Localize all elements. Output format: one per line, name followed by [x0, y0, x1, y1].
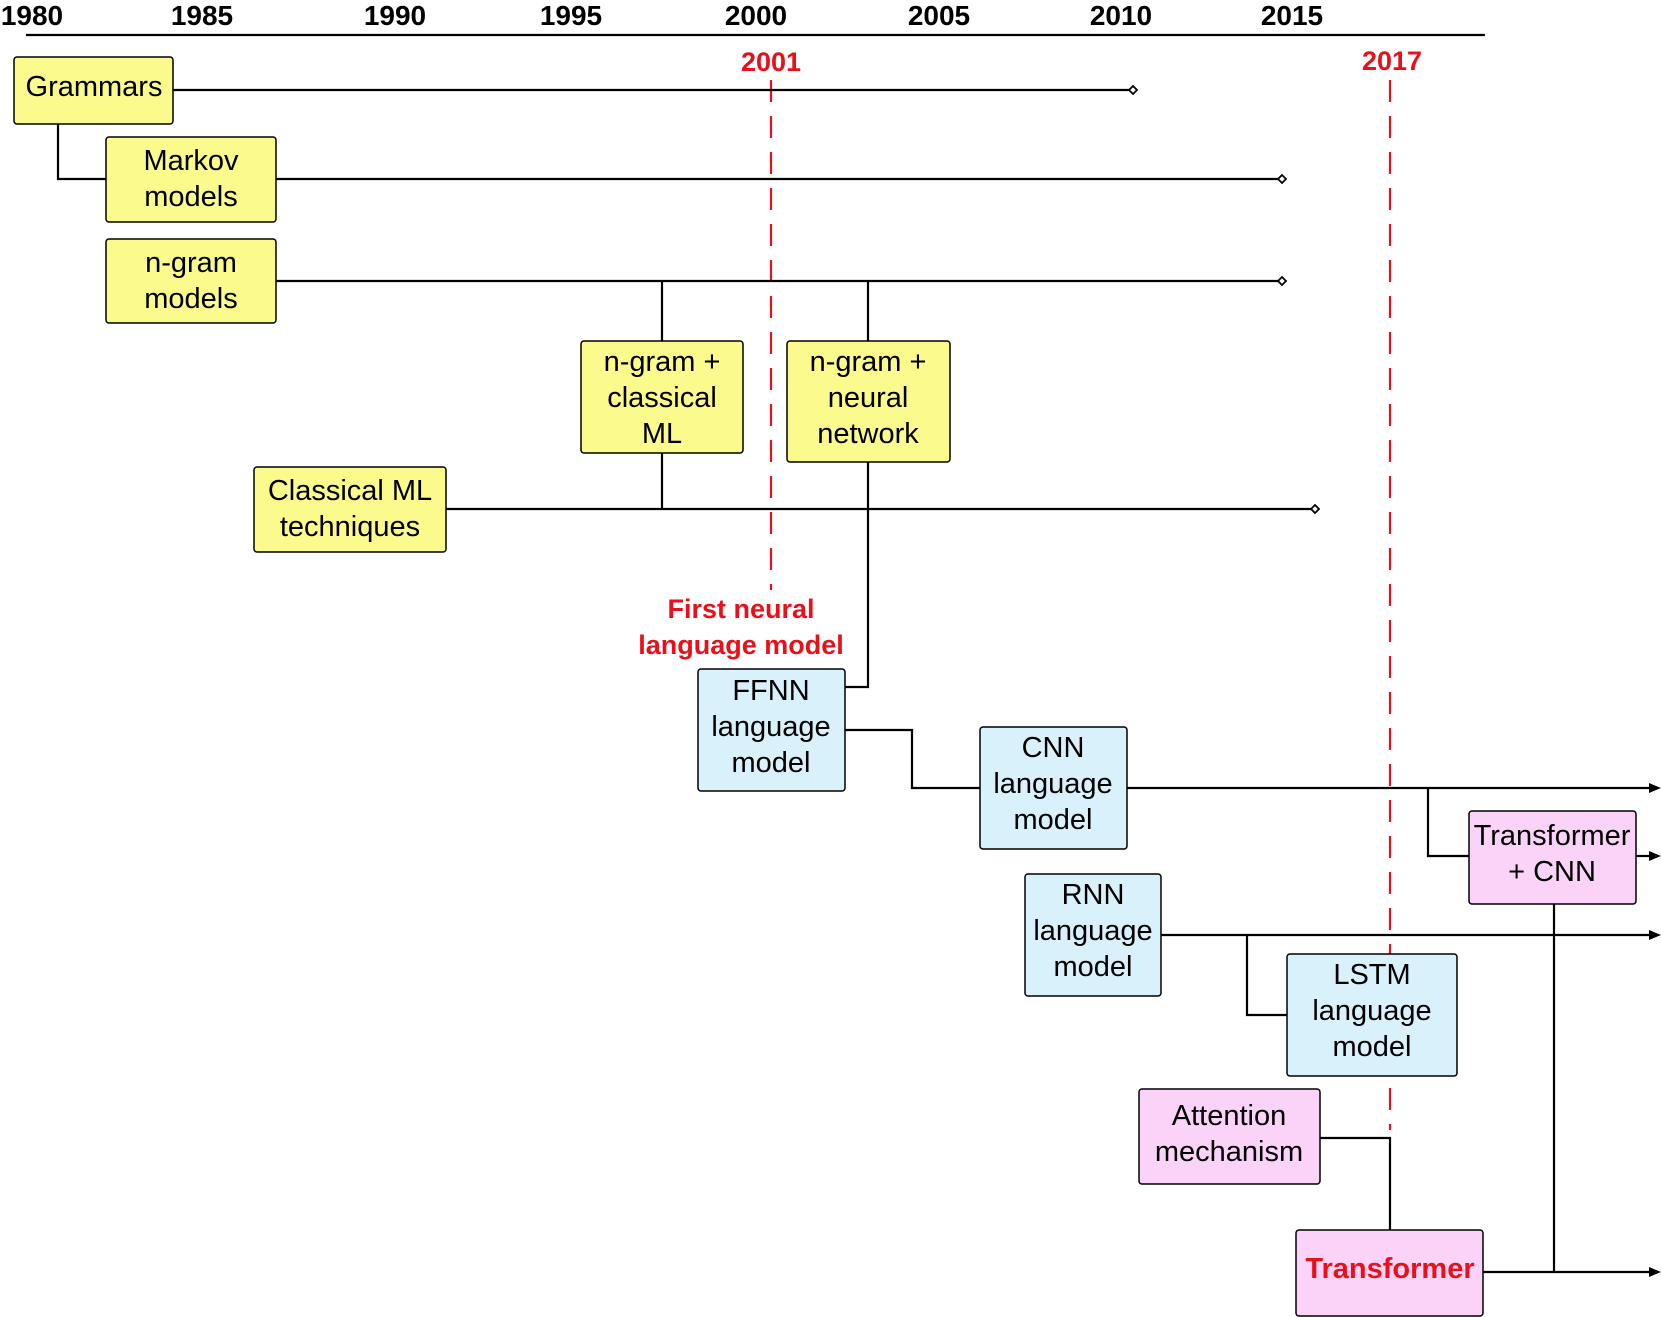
- box-markov-models-rect: [105, 136, 277, 223]
- year-label: 1985: [171, 0, 233, 31]
- lifeline-end-marker: [1127, 84, 1139, 96]
- box-ngram-models: n-gram models: [105, 238, 277, 324]
- arrow-head: [1649, 930, 1661, 940]
- box-lstm-language-model-line: language: [1312, 995, 1431, 1027]
- arrow-head: [1649, 851, 1661, 861]
- box-rnn-language-model-rect: [1024, 873, 1162, 997]
- marker-caption: First neural: [667, 594, 814, 624]
- connectors: [56, 84, 1661, 1277]
- box-ffnn-language-model-line: language: [711, 711, 830, 743]
- year-label: 1995: [540, 0, 602, 31]
- box-lstm-language-model: LSTM language model: [1286, 953, 1458, 1077]
- box-rnn-language-model-line: model: [1054, 951, 1133, 983]
- box-markov-models: Markov models: [105, 136, 277, 223]
- box-ngram-neural-network-line: network: [817, 418, 919, 450]
- box-cnn-language-model-rect: [979, 726, 1128, 850]
- grammars-to-markov-connector: [56, 124, 106, 181]
- box-ffnn-language-model: FFNN language model: [697, 668, 846, 792]
- rnn-to-lstm-connector: [1245, 935, 1287, 1017]
- box-grammars-label: Grammars: [26, 71, 163, 103]
- box-ngram-classical-ml-line: ML: [642, 418, 682, 450]
- box-ngram-classical-ml-line: classical: [607, 382, 717, 414]
- year-label: 1980: [1, 0, 63, 31]
- box-cnn-language-model: CNN language model: [979, 726, 1128, 850]
- box-cnn-language-model-line: model: [1014, 804, 1093, 836]
- box-attention-mechanism: Attention mechanism: [1138, 1088, 1321, 1185]
- box-grammars-rect: [13, 56, 174, 125]
- ngram-neural-to-ffnn-connector: [845, 462, 870, 689]
- box-ngram-neural-network-rect: [786, 340, 951, 463]
- box-ngram-neural-network-line: n-gram +: [810, 346, 927, 378]
- year-label: 2010: [1090, 0, 1152, 31]
- box-transformer-rect: [1295, 1229, 1484, 1317]
- year-label: 2000: [725, 0, 787, 31]
- arrow-head: [1649, 1267, 1661, 1277]
- box-rnn-language-model-line: RNN: [1062, 879, 1125, 911]
- box-ngram-classical-ml: n-gram + classical ML: [580, 340, 744, 454]
- marker-year-label: 2001: [741, 47, 801, 77]
- box-transformer-cnn-rect: [1468, 810, 1637, 905]
- box-rnn-language-model: RNN language model: [1024, 873, 1162, 997]
- year-label: 2015: [1261, 0, 1323, 31]
- box-ffnn-language-model-line: model: [732, 747, 811, 779]
- box-transformer-label: Transformer: [1305, 1253, 1474, 1285]
- attention-to-transformer-connector: [1320, 1136, 1392, 1230]
- box-classical-ml-techniques: Classical ML techniques: [253, 466, 447, 553]
- box-classical-ml-techniques-line: techniques: [280, 511, 420, 543]
- box-lstm-language-model-line: LSTM: [1333, 959, 1410, 991]
- arrow-head: [1649, 783, 1661, 793]
- box-ngram-models-rect: [105, 238, 277, 324]
- box-ngram-models-line: models: [144, 283, 238, 315]
- marker-caption: language model: [638, 630, 844, 660]
- year-label: 1990: [364, 0, 426, 31]
- box-ngram-classical-ml-line: n-gram +: [604, 346, 721, 378]
- box-attention-mechanism-line: mechanism: [1155, 1136, 1303, 1168]
- box-transformer-cnn-line: Transformer: [1474, 820, 1631, 852]
- box-rnn-language-model-line: language: [1033, 915, 1152, 947]
- box-classical-ml-techniques-line: Classical ML: [268, 475, 432, 507]
- box-cnn-language-model-line: CNN: [1022, 732, 1085, 764]
- lifeline-end-marker: [1309, 503, 1321, 515]
- box-ffnn-language-model-rect: [697, 668, 846, 792]
- box-markov-models-line: models: [144, 181, 238, 213]
- box-classical-ml-techniques-rect: [253, 466, 447, 553]
- box-attention-mechanism-rect: [1138, 1088, 1321, 1185]
- box-ngram-models-line: n-gram: [145, 247, 237, 279]
- box-transformer-cnn: Transformer + CNN: [1468, 810, 1637, 905]
- box-ngram-classical-ml-rect: [580, 340, 744, 454]
- box-ngram-neural-network-line: neural: [828, 382, 909, 414]
- box-grammars: Grammars: [13, 56, 174, 125]
- lifeline-end-marker: [1276, 173, 1288, 185]
- axis-year-labels: 1980 1985 1990 1995 2000 2005 2010 2015: [1, 0, 1323, 31]
- marker-2001: 2001 First neural language model: [638, 47, 844, 660]
- box-ngram-neural-network: n-gram + neural network: [786, 340, 951, 463]
- cnn-to-transformer-cnn-connector: [1426, 788, 1469, 858]
- ffnn-to-cnn-connector: [845, 728, 980, 790]
- box-markov-models-line: Markov: [143, 145, 239, 177]
- box-attention-mechanism-line: Attention: [1172, 1100, 1286, 1132]
- box-ffnn-language-model-line: FFNN: [732, 675, 809, 707]
- box-transformer-cnn-line: + CNN: [1508, 856, 1596, 888]
- box-lstm-language-model-rect: [1286, 953, 1458, 1077]
- year-label: 2005: [908, 0, 970, 31]
- marker-year-label: 2017: [1362, 46, 1422, 76]
- box-transformer: Transformer: [1295, 1229, 1484, 1317]
- box-lstm-language-model-line: model: [1333, 1031, 1412, 1063]
- box-cnn-language-model-line: language: [993, 768, 1112, 800]
- lifeline-end-marker: [1276, 275, 1288, 287]
